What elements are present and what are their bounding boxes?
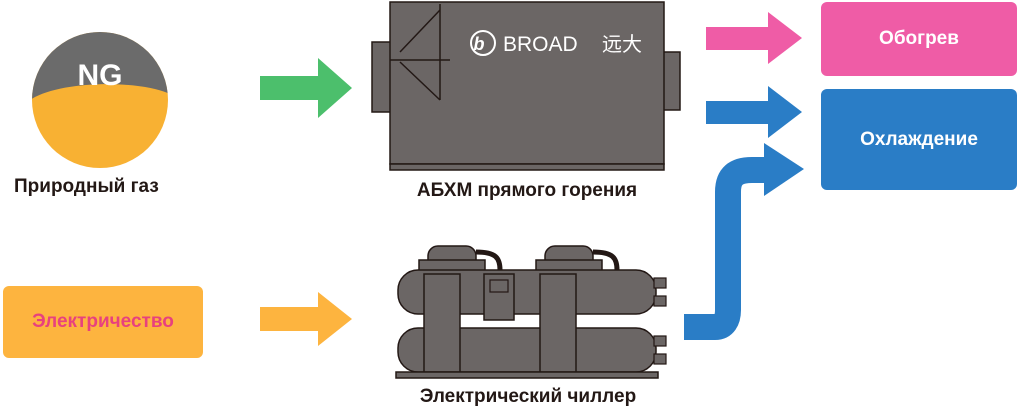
svg-text:b: b [474, 34, 485, 54]
natural-gas-icon: NG [32, 32, 168, 168]
gas-flow-arrow [260, 58, 352, 118]
absorption-chiller-icon: b BROAD 远大 [371, 1, 681, 171]
cooling-output-box: Охлаждение [821, 89, 1017, 190]
cooling-flow-arrow-electric [684, 157, 766, 340]
cooling-label: Охлаждение [860, 128, 978, 150]
electric-chiller-icon [395, 245, 667, 379]
electricity-source-box: Электричество [3, 286, 203, 358]
electric-chiller-label: Электрический чиллер [419, 386, 637, 407]
natural-gas-label: Природный газ [14, 176, 159, 197]
heating-label: Обогрев [879, 28, 959, 49]
electricity-flow-arrow [260, 292, 352, 346]
heating-output-box: Обогрев [821, 2, 1017, 76]
heating-flow-arrow [706, 12, 802, 64]
absorption-chiller-label: АБХМ прямого горения [416, 180, 638, 201]
ng-badge: NG [78, 59, 123, 92]
brand-name-cn: 远大 [602, 32, 642, 56]
cooling-flow-arrow-absorption [706, 86, 802, 138]
electricity-label: Электричество [32, 311, 174, 332]
brand-name: BROAD [503, 33, 578, 56]
